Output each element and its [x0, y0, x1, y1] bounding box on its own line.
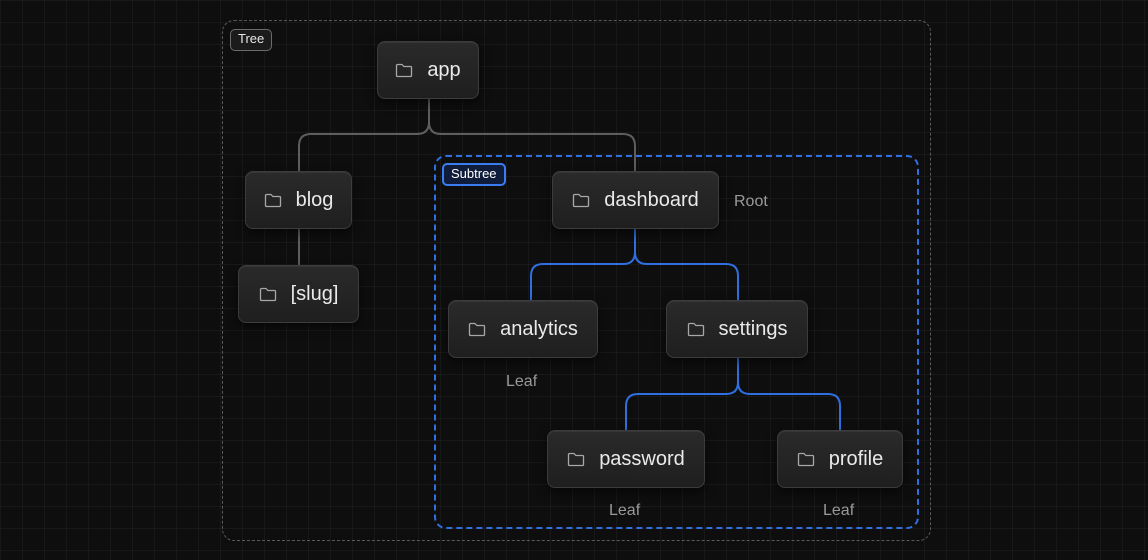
folder-password: password: [547, 430, 705, 488]
folder-analytics: analytics: [448, 300, 598, 358]
folder-settings: settings: [666, 300, 808, 358]
folder-blog: blog: [245, 171, 352, 229]
folder-app: app: [377, 41, 479, 99]
folder-icon: [573, 193, 590, 207]
caption-leaf-analytics: Leaf: [506, 373, 538, 390]
folder-icon: [259, 287, 276, 301]
folder-label: dashboard: [604, 188, 699, 211]
subtree-tag: Subtree: [442, 163, 506, 186]
folder-label: blog: [295, 188, 334, 211]
folder-label: profile: [828, 447, 884, 470]
folder-label: analytics: [500, 317, 578, 340]
folder-icon: [797, 452, 814, 466]
folder-icon: [568, 452, 585, 466]
folder-icon: [687, 322, 704, 336]
folder-icon: [264, 193, 281, 207]
subtree-region: [434, 155, 919, 529]
folder-icon: [468, 322, 486, 336]
folder-icon: [396, 63, 413, 77]
folder-label: app: [427, 58, 461, 81]
folder-label: password: [599, 447, 685, 470]
tree-region: [222, 20, 931, 541]
folder-label: [slug]: [290, 282, 339, 305]
caption-leaf-password: Leaf: [609, 502, 641, 519]
caption-leaf-profile: Leaf: [823, 502, 855, 519]
tree-tag: Tree: [230, 29, 273, 51]
folder-slug: [slug]: [238, 265, 359, 323]
caption-root: Root: [734, 193, 768, 210]
folder-profile: profile: [777, 430, 903, 488]
folder-label: settings: [718, 317, 788, 340]
folder-dashboard: dashboard: [552, 171, 719, 229]
